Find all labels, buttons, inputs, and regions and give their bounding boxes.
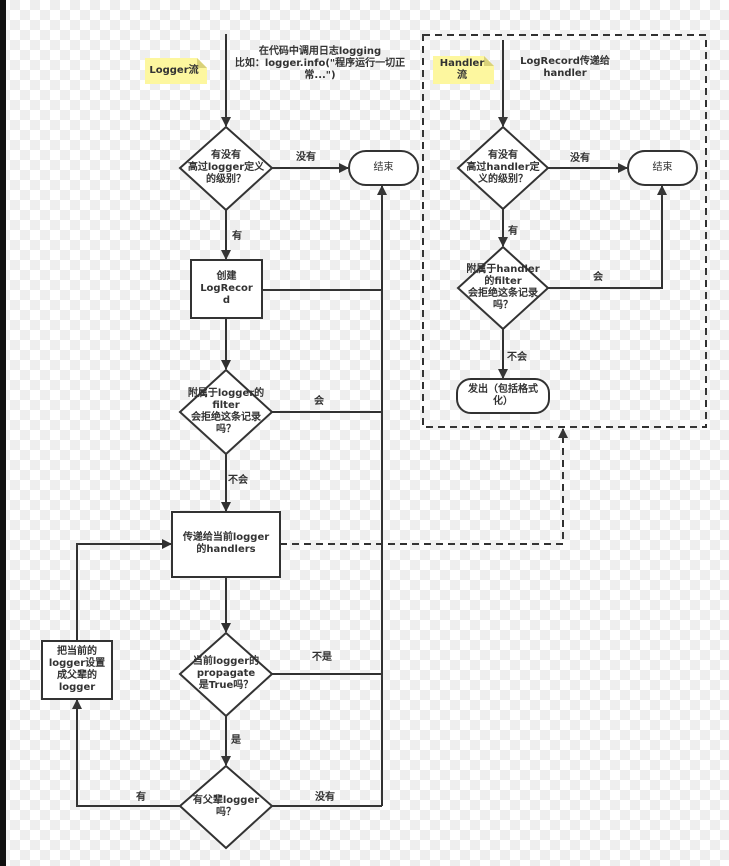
logger-flow-note [145,58,207,84]
logger-entry-text: 在代码中调用日志logging 比如：logger.info("程序运行一切正 … [234,46,406,81]
logger-level-check-label: 有没有 高过logger定义 的级别？ [187,150,265,185]
edge-handler-filter-yes [548,185,667,289]
edge-label-filter-yes: 会 [314,396,324,407]
handler-level-check-diamond [456,125,550,211]
logger-filter-check-label: 附属于logger的 filter 会拒绝这条记录 吗？ [187,388,265,435]
edge-parent-yes [72,699,181,807]
handler-level-check-label: 有没有 高过handler定 义的级别？ [466,150,540,185]
set-parent-box [41,640,113,700]
edge-to-handler-flow [280,428,568,545]
edge-label-level-yes: 有 [232,231,242,242]
edge-label-parent-yes: 有 [136,792,146,803]
logger-end-terminal [348,150,419,186]
logger-end-label: 结束 [373,162,394,173]
handler-entry-text: LogRecord传递给 handler [520,56,610,79]
handler-flow-note [433,56,494,84]
create-record-label: 创建 LogRecor d [200,271,253,306]
emit-terminal [456,378,550,414]
edge-label-propagate-no: 不是 [312,652,332,663]
edge-label-propagate-yes: 是 [231,735,241,746]
handler-flow-container [422,34,707,428]
pass-to-handlers-box [171,511,281,578]
create-record-box [190,259,263,319]
edge-label-handler-filter-no: 不会 [507,352,527,363]
edge-label-level-no: 没有 [296,152,316,163]
emit-label: 发出（包括格式 化） [468,384,538,407]
logger-level-check-diamond [178,125,274,212]
handler-end-label: 结束 [652,162,673,173]
edge-label-parent-no: 没有 [315,792,335,803]
handler-end-terminal [627,150,698,186]
edge-label-filter-no: 不会 [228,475,248,486]
set-parent-label: 把当前的 logger设置 成父辈的 logger [48,646,106,693]
logger-flow-note-label: Logger流 [149,65,199,76]
pass-to-handlers-label: 传递给当前logger 的handlers [182,532,270,555]
handler-filter-check-label: 附属于handler 的filter 会拒绝这条记录 吗？ [466,264,540,311]
propagate-check-label: 当前logger的 propagate 是True吗？ [192,656,260,691]
handler-flow-note-label: Handler 流 [439,58,485,81]
edge-loop-back [76,539,172,641]
parent-check-diamond [178,764,274,850]
window-edge [0,0,6,866]
edge-label-handler-level-no: 没有 [570,153,590,164]
handler-filter-check-diamond [456,245,550,331]
propagate-check-diamond [178,631,274,718]
edge-label-handler-filter-yes: 会 [593,272,603,283]
edge-label-handler-level-yes: 有 [508,226,518,237]
parent-check-label: 有父辈logger 吗？ [192,795,260,818]
logger-filter-check-diamond [178,368,274,456]
